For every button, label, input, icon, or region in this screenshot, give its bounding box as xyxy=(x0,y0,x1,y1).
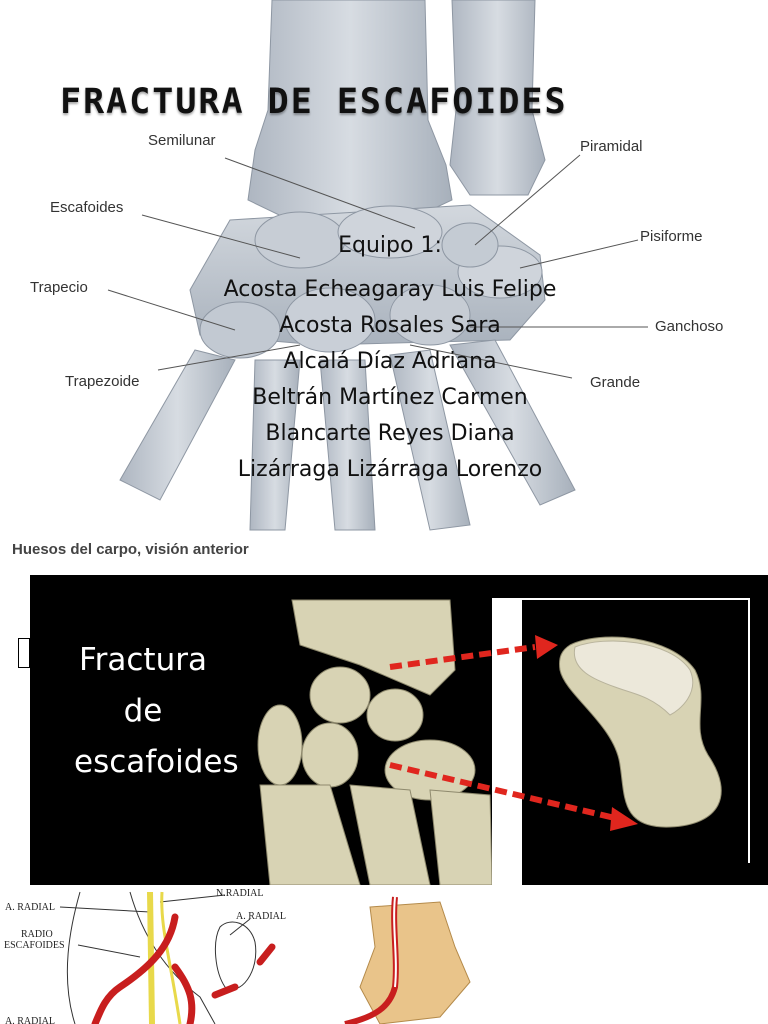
team-list: Equipo 1: Acosta Echeagaray Luis Felipe … xyxy=(190,228,590,488)
slide-anatomy: A. RADIAL N.RADIAL A. RADIAL RADIO ESCAF… xyxy=(0,887,502,1024)
label-piramidal: Piramidal xyxy=(580,138,643,155)
label-n-radial: N.RADIAL xyxy=(216,888,264,899)
label-a-radial-right: A. RADIAL xyxy=(236,911,286,922)
team-member: Beltrán Martínez Carmen xyxy=(252,385,528,410)
text-line: Fractura xyxy=(79,642,207,678)
label-escafoides-small: ESCAFOIDES xyxy=(4,940,65,951)
label-grande: Grande xyxy=(590,374,641,391)
team-member: Acosta Rosales Sara xyxy=(279,313,501,338)
text-line: de xyxy=(123,693,163,729)
team-member: Alcalá Díaz Adriana xyxy=(283,349,497,374)
label-a-radial: A. RADIAL xyxy=(5,902,55,913)
team-member: Acosta Echeagaray Luis Felipe xyxy=(223,277,557,302)
slide-title-text: FRACTURA DE ESCAFOIDES xyxy=(60,82,568,122)
team-heading: Equipo 1: xyxy=(338,233,442,258)
slide-fracture-text: Fractura de escafoides xyxy=(74,635,239,788)
label-trapezoide: Trapezoide xyxy=(65,373,140,390)
bullet-marker xyxy=(18,638,30,668)
figure-caption: Huesos del carpo, visión anterior xyxy=(12,541,249,558)
slide-title: FRACTURA DE ESCAFOIDES Semilunar Piramid… xyxy=(12,0,724,558)
arrow-head xyxy=(535,635,558,659)
team-member: Lizárraga Lizárraga Lorenzo xyxy=(237,457,543,482)
text-line: escafoides xyxy=(74,744,239,780)
label-pisiforme: Pisiforme xyxy=(640,228,703,245)
scaphoid-fracture-illustration xyxy=(257,598,750,885)
arrow-head xyxy=(610,807,638,831)
label-semilunar: Semilunar xyxy=(148,132,216,149)
label-radio: RADIO xyxy=(21,929,53,940)
label-trapecio: Trapecio xyxy=(30,279,88,296)
label-ganchoso: Ganchoso xyxy=(655,318,724,335)
wrist-bones-illustration xyxy=(107,0,648,531)
label-escafoides: Escafoides xyxy=(50,199,124,216)
team-member: Blancarte Reyes Diana xyxy=(265,421,515,446)
radial-artery-illustration xyxy=(59,891,471,1024)
label-a-radial-bottom: A. RADIAL xyxy=(5,1016,55,1024)
slide-fracture: Fractura de escafoides xyxy=(30,575,768,885)
